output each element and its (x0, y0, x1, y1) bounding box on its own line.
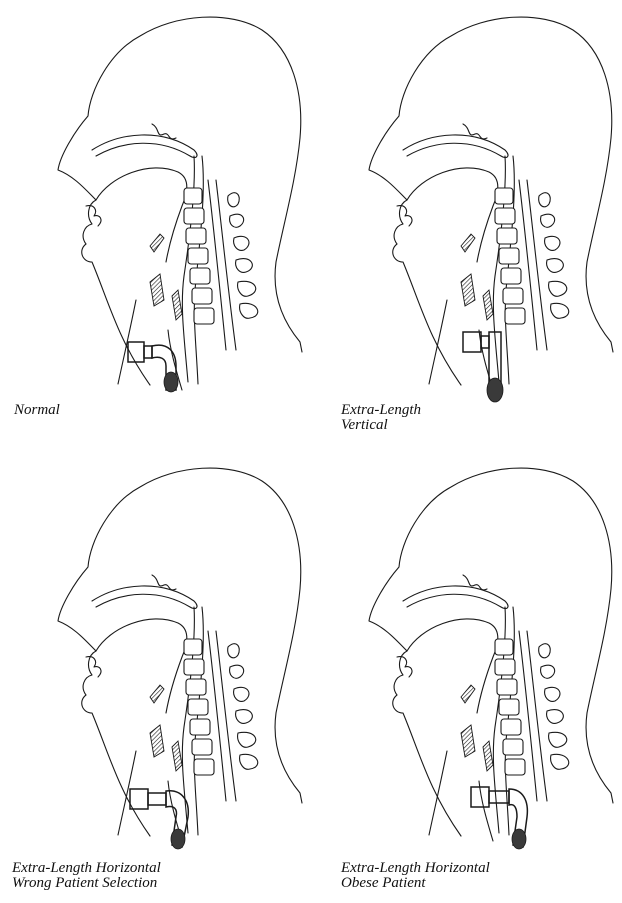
extra-length-horizontal-wrong-illustration (0, 451, 311, 881)
caption-line: Wrong Patient Selection (12, 876, 161, 891)
caption-line: Extra-Length (341, 403, 421, 418)
caption-line: Obese Patient (341, 876, 490, 891)
normal-airway-illustration (0, 0, 311, 430)
caption-line: Extra-Length Horizontal (12, 861, 161, 876)
caption-extra-length-horizontal-wrong: Extra-Length Horizontal Wrong Patient Se… (12, 861, 161, 891)
caption-extra-length-vertical: Extra-Length Vertical (341, 403, 421, 433)
caption-normal: Normal (14, 403, 60, 418)
tracheostomy-tube (463, 332, 503, 402)
tracheostomy-tube (128, 342, 178, 392)
extra-length-horizontal-obese-illustration (311, 451, 622, 881)
panel-extra-length-vertical: Extra-Length Vertical (311, 0, 622, 451)
caption-extra-length-horizontal-obese: Extra-Length Horizontal Obese Patient (341, 861, 490, 891)
caption-line: Extra-Length Horizontal (341, 861, 490, 876)
caption-line: Vertical (341, 418, 421, 433)
panel-extra-length-horizontal-wrong: Extra-Length Horizontal Wrong Patient Se… (0, 451, 311, 902)
panel-extra-length-horizontal-obese: Extra-Length Horizontal Obese Patient (311, 451, 622, 902)
tracheostomy-tube (471, 787, 527, 849)
panel-normal: Normal (0, 0, 311, 451)
caption-line: Normal (14, 403, 60, 418)
extra-length-vertical-illustration (311, 0, 622, 430)
